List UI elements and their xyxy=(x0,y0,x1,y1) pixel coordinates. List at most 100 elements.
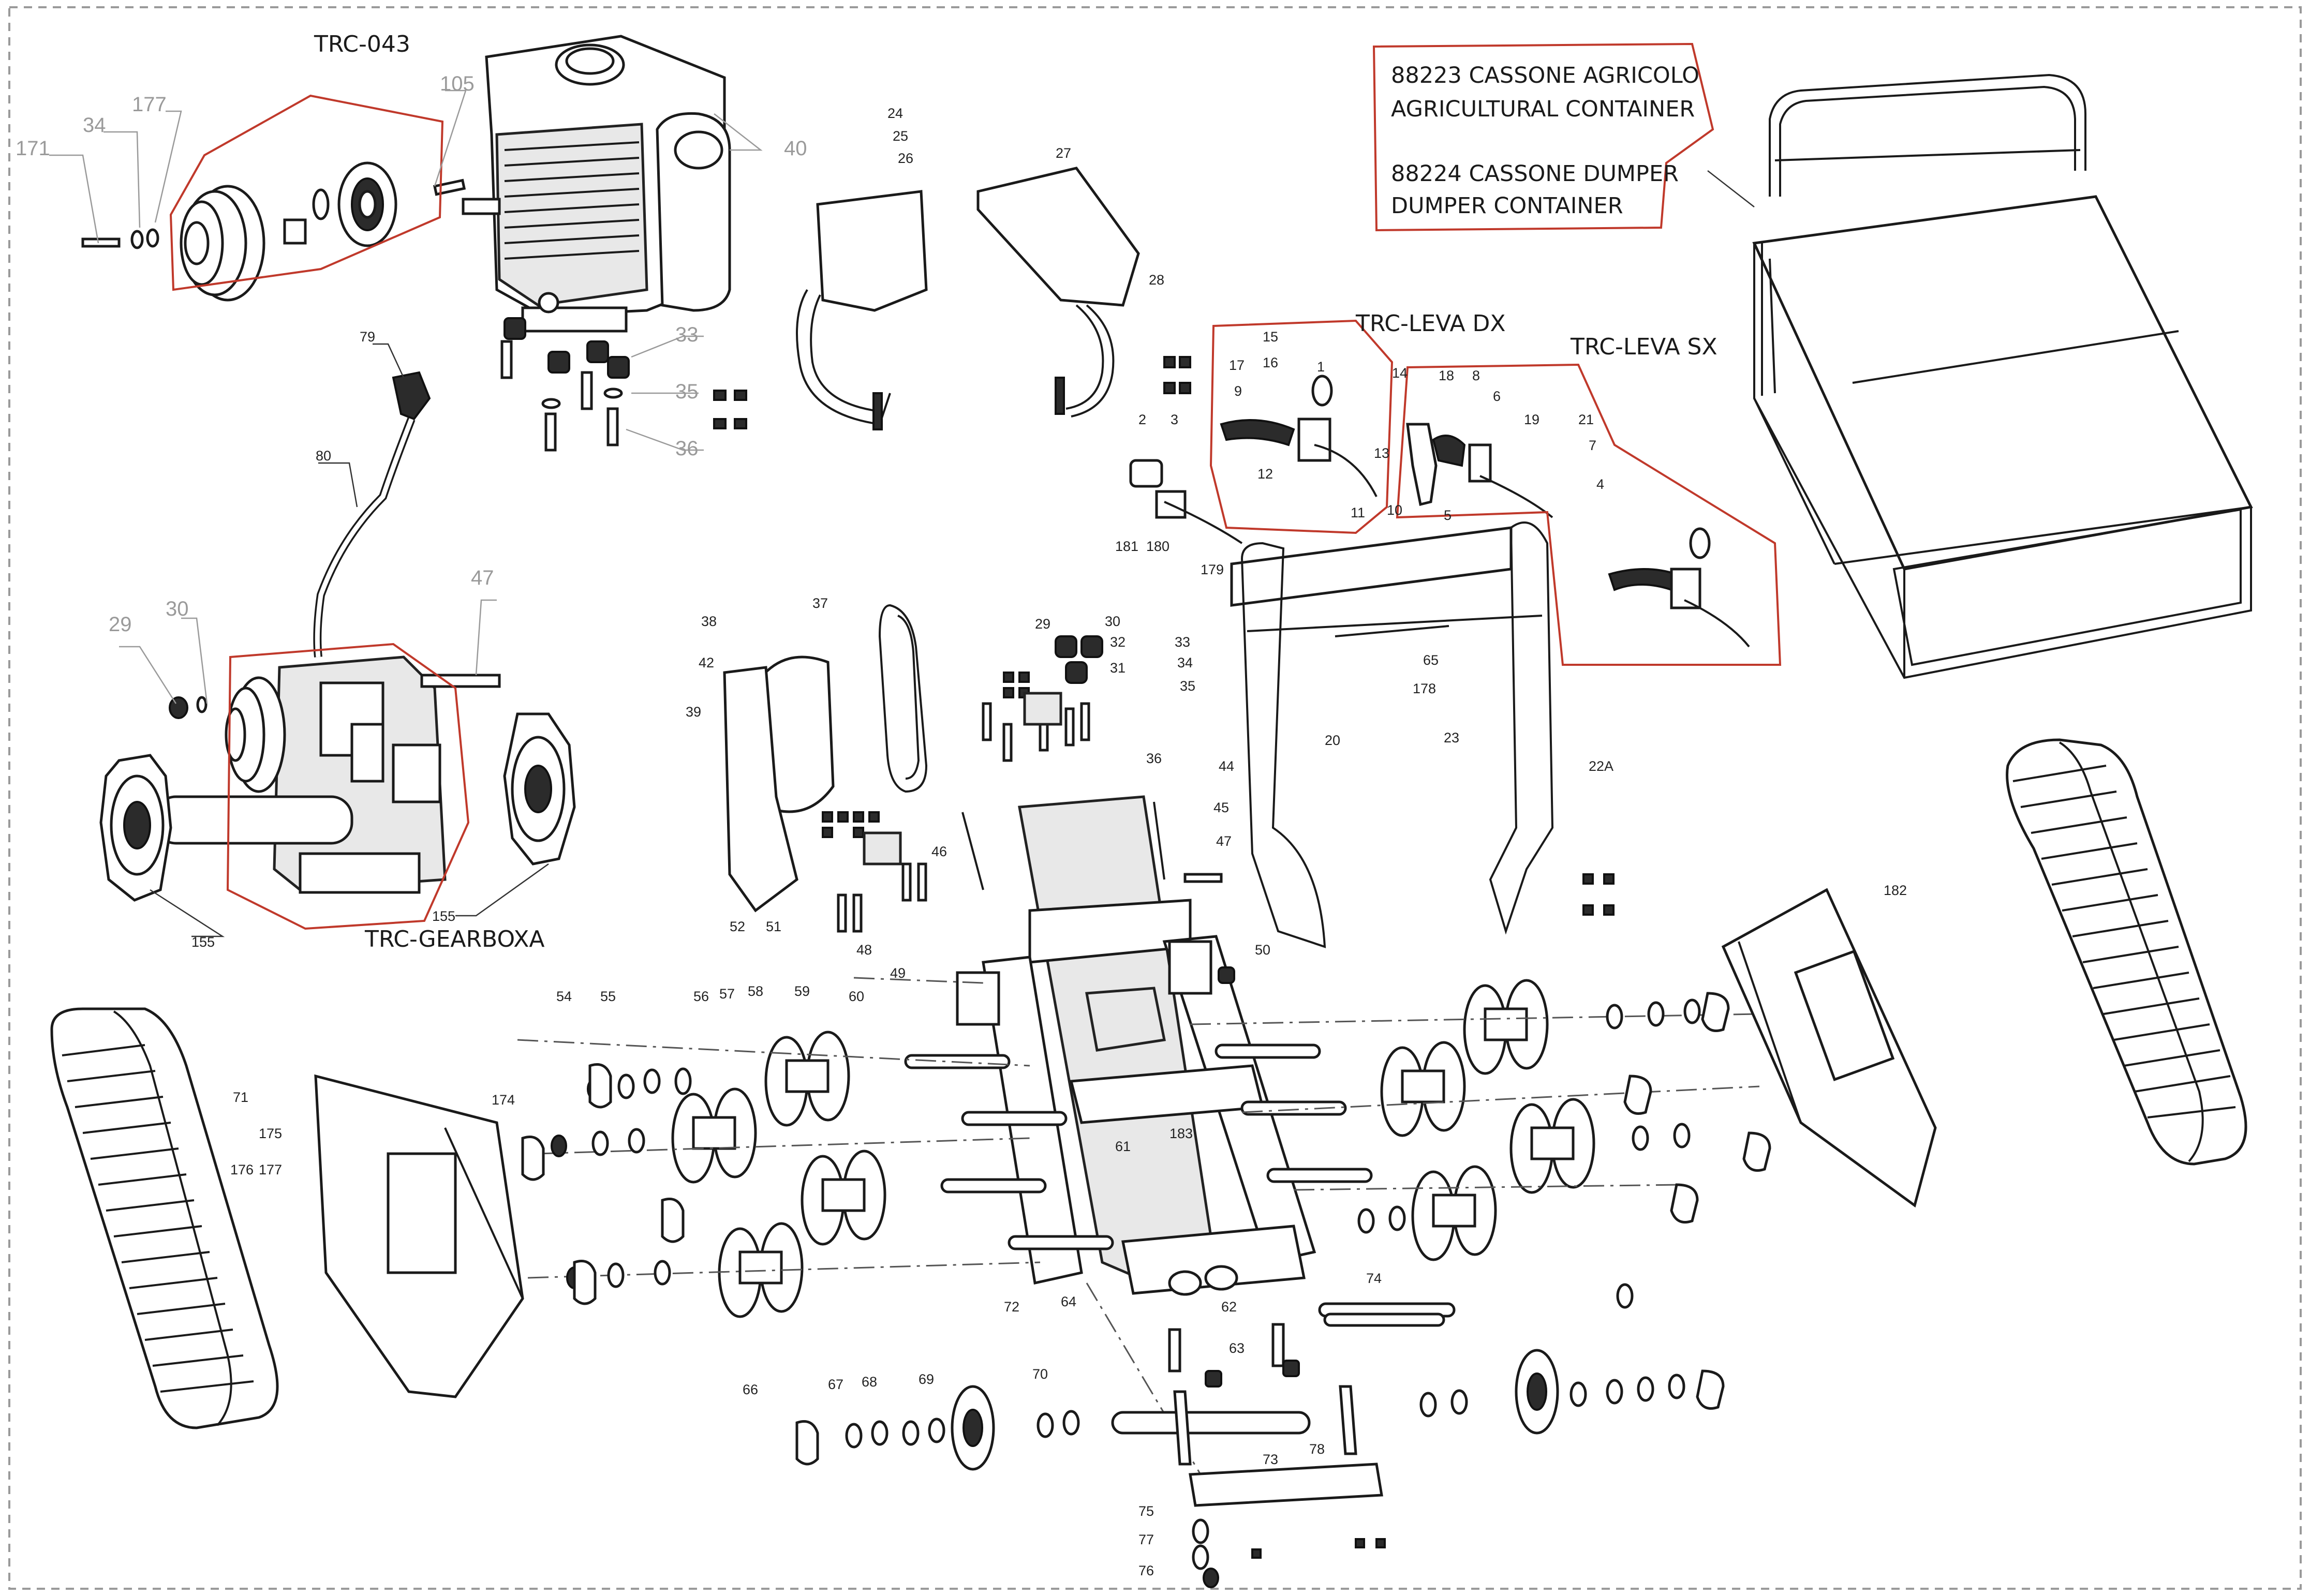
track-tread-left xyxy=(62,1044,254,1393)
callout-18: 18 xyxy=(1439,368,1454,383)
callout-183: 183 xyxy=(1169,1126,1193,1141)
callout-3: 3 xyxy=(1171,412,1178,427)
callout-65: 65 xyxy=(1423,652,1439,668)
callout-30: 30 xyxy=(166,598,189,620)
callout-31: 31 xyxy=(1110,660,1126,676)
callout-179: 179 xyxy=(1201,562,1224,577)
group-label-trc-leva-sx: TRC-LEVA SX xyxy=(1570,334,1717,360)
callout-20: 20 xyxy=(1325,733,1340,748)
callout-76: 76 xyxy=(1138,1563,1154,1578)
callout-38: 38 xyxy=(701,614,717,629)
callout-177-b: 177 xyxy=(259,1162,282,1177)
callout-22a: 22A xyxy=(1589,758,1613,774)
callout-6: 6 xyxy=(1493,389,1501,404)
callout-47-b: 47 xyxy=(1216,833,1232,849)
engine-cooling-fins xyxy=(504,141,640,260)
callout-21: 21 xyxy=(1578,412,1594,427)
belt-cover xyxy=(723,604,928,913)
callout-33: 33 xyxy=(675,323,699,346)
lever-assembly-right xyxy=(1129,375,1378,544)
callout-36: 36 xyxy=(675,437,699,460)
seat-hardware xyxy=(713,356,1191,429)
callout-28: 28 xyxy=(1149,272,1164,288)
part-callouts: 171 34 177 105 40 33 35 36 79 80 47 29 3… xyxy=(16,72,1907,1578)
callout-13: 13 xyxy=(1374,445,1389,461)
group-label-trc-leva-dx: TRC-LEVA DX xyxy=(1355,310,1506,337)
note-line-4: DUMPER CONTAINER xyxy=(1391,193,1623,219)
callout-34: 34 xyxy=(83,114,106,137)
callout-182: 182 xyxy=(1884,883,1907,898)
callout-36-b: 36 xyxy=(1146,751,1162,766)
pulley-assembly xyxy=(81,161,466,302)
callout-68: 68 xyxy=(862,1374,877,1390)
callout-70: 70 xyxy=(1032,1366,1048,1382)
sprocket-left xyxy=(99,754,172,902)
callout-35-b: 35 xyxy=(1180,678,1195,694)
callout-47: 47 xyxy=(471,566,494,589)
callout-64: 64 xyxy=(1061,1294,1076,1309)
callout-63: 63 xyxy=(1229,1340,1245,1356)
callout-61: 61 xyxy=(1115,1139,1131,1154)
callout-105: 105 xyxy=(440,72,475,95)
callout-71: 71 xyxy=(233,1090,248,1105)
side-plate-right xyxy=(1721,888,1937,1208)
leader-lines xyxy=(49,90,763,937)
callout-11: 11 xyxy=(1351,505,1365,520)
group-label-trc-gearboxa: TRC-GEARBOXA xyxy=(364,926,545,952)
trc-gearboxa-highlight xyxy=(226,643,470,930)
callout-66: 66 xyxy=(743,1382,758,1397)
note-line-1: 88223 CASSONE AGRICOLO xyxy=(1391,63,1699,88)
roller-wheel xyxy=(764,1031,850,1127)
hub-caps xyxy=(521,992,1771,1466)
track-right xyxy=(2006,738,2247,1166)
handlebar-frame xyxy=(1230,521,1554,948)
shaft-74 xyxy=(1323,1312,1445,1327)
note-line-2: AGRICULTURAL CONTAINER xyxy=(1391,96,1695,122)
callout-171: 171 xyxy=(16,137,50,160)
callout-180: 180 xyxy=(1146,539,1169,554)
callout-62: 62 xyxy=(1221,1299,1237,1315)
callout-177: 177 xyxy=(132,93,167,116)
roller-wheels xyxy=(671,979,1595,1318)
engine-mount-hardware xyxy=(500,317,630,452)
callout-14: 14 xyxy=(1392,365,1408,381)
callout-15: 15 xyxy=(1263,329,1278,345)
callout-26: 26 xyxy=(898,151,913,166)
callout-55: 55 xyxy=(600,989,616,1004)
callout-77: 77 xyxy=(1138,1532,1154,1547)
roller-wheel xyxy=(801,1150,886,1246)
callout-58: 58 xyxy=(748,983,763,999)
callout-12: 12 xyxy=(1257,466,1273,482)
callout-60: 60 xyxy=(849,989,864,1004)
callout-5: 5 xyxy=(1444,508,1452,523)
callout-34-b: 34 xyxy=(1177,655,1193,670)
callout-4: 4 xyxy=(1596,476,1604,492)
callout-7: 7 xyxy=(1589,438,1596,453)
callout-8: 8 xyxy=(1472,368,1480,383)
callout-52: 52 xyxy=(730,919,745,934)
roller-wheel xyxy=(718,1222,804,1318)
axle-spacers xyxy=(551,998,1701,1309)
callout-32: 32 xyxy=(1110,634,1126,650)
container-note: 88223 CASSONE AGRICOLO AGRICULTURAL CONT… xyxy=(1372,42,1755,232)
callout-50: 50 xyxy=(1255,942,1270,958)
lever-assembly-left xyxy=(1406,423,1750,648)
callout-176: 176 xyxy=(230,1162,254,1177)
seat-frame xyxy=(796,167,1140,430)
callout-59: 59 xyxy=(794,983,810,999)
callout-178: 178 xyxy=(1413,681,1436,696)
callout-1: 1 xyxy=(1317,359,1325,375)
callout-155-right: 155 xyxy=(432,908,455,924)
callout-30-b: 30 xyxy=(1105,614,1120,629)
callout-80: 80 xyxy=(316,448,331,464)
callout-45: 45 xyxy=(1213,800,1229,815)
front-axle-spacers xyxy=(845,1374,1685,1588)
track-tread-right xyxy=(2012,765,2236,1118)
callout-75: 75 xyxy=(1138,1503,1154,1519)
callout-39: 39 xyxy=(686,704,701,720)
callout-79: 79 xyxy=(360,329,375,345)
callout-174: 174 xyxy=(492,1092,515,1108)
callout-23: 23 xyxy=(1444,730,1459,745)
callout-44: 44 xyxy=(1219,758,1234,774)
